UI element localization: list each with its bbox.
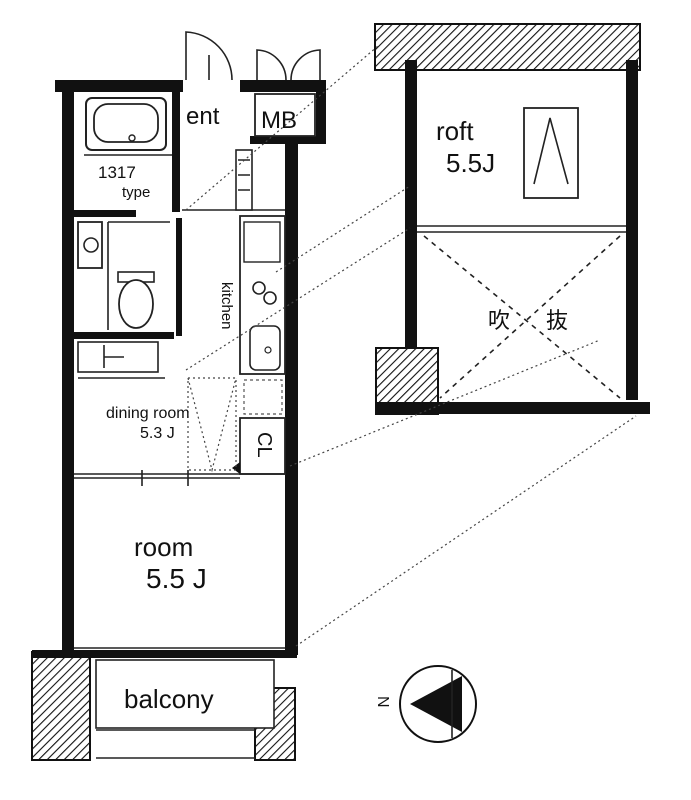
wall-right-lower: [285, 140, 298, 655]
loft-plan: [374, 23, 650, 415]
label-atrium-2: 抜: [546, 308, 568, 333]
label-dining: dining room: [106, 405, 190, 422]
bath-wall-right: [172, 92, 180, 212]
closet: [239, 417, 286, 475]
compass-arrow-icon: [410, 676, 462, 732]
label-entrance: ent: [186, 103, 220, 130]
loft-hatch-top: [374, 23, 641, 71]
wash-wall-right: [176, 218, 182, 336]
label-room: room: [134, 532, 193, 562]
balcony-wall-left: [31, 651, 91, 761]
atrium-cross-2: [439, 235, 621, 399]
kitchen-cabinet: [243, 221, 281, 263]
loft-wall-left: [405, 60, 417, 350]
bathtub-inner: [93, 103, 159, 143]
atrium-cross-1: [423, 235, 621, 399]
label-closet: CL: [253, 432, 275, 458]
loft-wall-right: [626, 60, 638, 400]
stove-burner-1: [252, 281, 266, 295]
label-north: N: [374, 696, 391, 708]
mb-door-left: [256, 49, 287, 81]
label-room-size: 5.5 J: [146, 563, 207, 594]
label-atrium-1: 吹: [488, 308, 510, 333]
washbasin-bowl: [83, 237, 99, 253]
wall-mb-bottom: [250, 136, 326, 144]
label-meter-box: MB: [261, 107, 297, 134]
wall-top-right: [240, 80, 320, 92]
labels: ent MB 1317 type kitchen dining room 5.3…: [98, 103, 568, 714]
bath-drain: [128, 134, 136, 142]
north-compass: N: [374, 665, 477, 743]
label-bath-size: 1317: [98, 163, 136, 182]
balcony-floor: [95, 659, 275, 729]
label-bath-type: type: [122, 184, 150, 201]
shoe-cabinet: [235, 149, 253, 211]
label-kitchen: kitchen: [218, 282, 235, 330]
meter-box: [254, 93, 316, 137]
stove-burner-2: [263, 291, 277, 305]
entrance-door: [185, 31, 233, 81]
label-loft-size: 5.5J: [446, 148, 495, 178]
wall-mb-right: [316, 80, 326, 142]
wash-wall-bottom: [74, 332, 174, 339]
toilet-bowl: [118, 279, 154, 329]
fridge-space: [243, 379, 283, 415]
sink-drain: [264, 346, 272, 354]
projection-lines: [185, 45, 637, 647]
wall-left: [62, 80, 74, 655]
kitchen-sink: [249, 325, 281, 371]
main-unit: [55, 31, 326, 655]
ladder-area: [187, 377, 237, 471]
label-dining-size: 5.3 J: [140, 425, 175, 442]
label-balcony: balcony: [124, 684, 214, 714]
mb-door-right: [290, 49, 321, 81]
bath-wall-bottom: [74, 210, 136, 217]
wall-top-left: [55, 80, 183, 92]
label-loft: roft: [436, 116, 474, 146]
balcony-area: [31, 650, 297, 761]
closet-arrow: [232, 462, 240, 474]
